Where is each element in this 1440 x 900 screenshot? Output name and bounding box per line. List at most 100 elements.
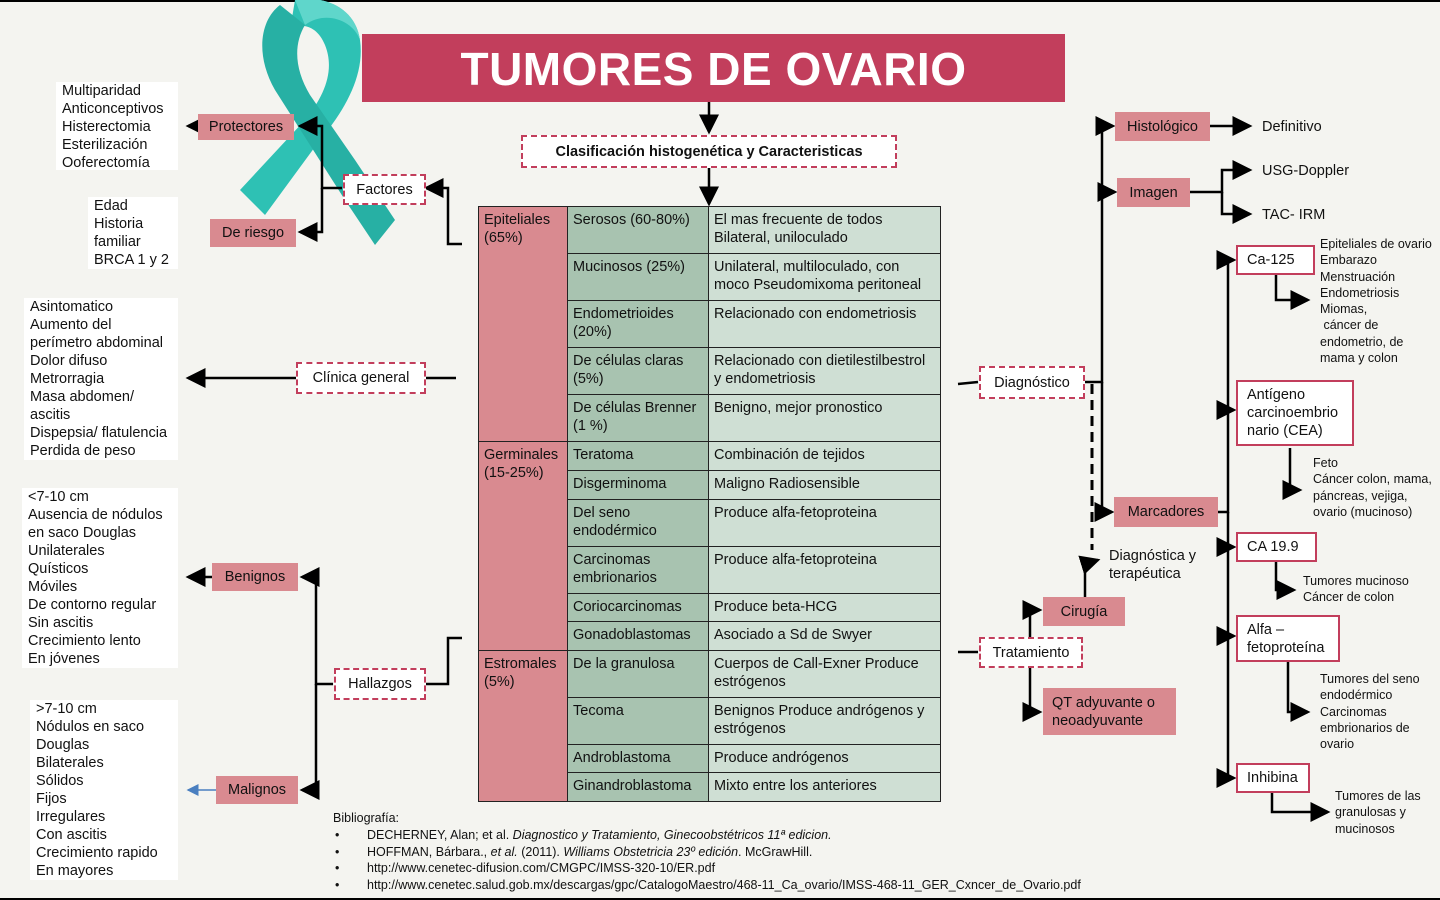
desc-cell: Asociado a Sd de Swyer — [709, 622, 941, 651]
list-item: Multiparidad — [62, 82, 178, 100]
list-item: Fijos — [36, 790, 178, 808]
cirugia-node: Cirugía — [1043, 597, 1125, 626]
marker-ca125-desc: Epiteliales de ovario Embarazo Menstruac… — [1320, 236, 1432, 366]
list-item: Bilaterales — [36, 754, 178, 772]
bib-url[interactable]: http://www.cenetec.salud.gob.mx/descarga… — [367, 878, 1081, 892]
list-item: Cáncer de colon — [1303, 589, 1409, 605]
list-item: >7-10 cm — [36, 700, 178, 718]
list-item: Irregulares — [36, 808, 178, 826]
protectores-node: Protectores — [198, 114, 294, 140]
list-item: Sin ascitis — [28, 614, 178, 632]
bib-italic: et al. — [491, 845, 518, 859]
list-item: páncreas, vejiga, — [1313, 488, 1432, 504]
desc-cell: Maligno Radiosensible — [709, 471, 941, 500]
list-item: De contorno regular — [28, 596, 178, 614]
marker-cea: Antígeno carcinoembrio nario (CEA) — [1236, 380, 1354, 446]
type-cell: Gonadoblastomas — [568, 622, 709, 651]
malignos-list: >7-10 cm Nódulos en saco Douglas Bilater… — [30, 700, 178, 880]
bib-text: DECHERNEY, Alan; et al. — [367, 828, 513, 842]
list-item: BRCA 1 y 2 — [94, 251, 178, 269]
classification-header: Clasificación histogenética y Caracteris… — [521, 135, 897, 168]
list-item: Perdida de peso — [30, 442, 178, 460]
desc-cell: Produce alfa-fetoproteina — [709, 547, 941, 594]
bib-text: HOFFMAN, Bárbara., — [367, 845, 491, 859]
list-item: embrionarios de — [1320, 720, 1420, 736]
type-cell: De la granulosa — [568, 651, 709, 698]
type-cell: Del seno endodérmico — [568, 500, 709, 547]
hallazgos-node: Hallazgos — [334, 668, 426, 700]
list-item: Nódulos en saco — [36, 718, 178, 736]
list-item: granulosas y — [1335, 804, 1421, 820]
list-item: Historia — [94, 215, 178, 233]
list-item: Con ascitis — [36, 826, 178, 844]
list-item: Endometriosis — [1320, 285, 1432, 301]
bib-italic: Diagnostico y Tratamiento, Ginecoobstétr… — [513, 828, 832, 842]
malignos-node: Malignos — [216, 776, 298, 804]
diag-terap-label: Diagnóstica y terapéutica — [1109, 547, 1219, 583]
list-item: Dispepsia/ flatulencia — [30, 424, 178, 442]
marker-ca199: CA 19.9 — [1236, 532, 1317, 562]
list-item: Feto — [1313, 455, 1432, 471]
imagen-node: Imagen — [1117, 178, 1190, 207]
list-item: Esterilización — [62, 136, 178, 154]
imagen-item: TAC- IRM — [1262, 206, 1325, 224]
list-item: Crecimiento rapido — [36, 844, 178, 862]
list-item: Douglas — [36, 736, 178, 754]
list-item: Metrorragia — [30, 370, 178, 388]
tratamiento-node: Tratamiento — [979, 637, 1083, 668]
type-cell: Teratoma — [568, 442, 709, 471]
desc-cell: Cuerpos de Call-Exner Produce estrógenos — [709, 651, 941, 698]
histologico-result: Definitivo — [1262, 118, 1322, 136]
benignos-list: <7-10 cm Ausencia de nódulos en saco Dou… — [22, 488, 178, 668]
protectores-list: Multiparidad Anticonceptivos Histerectom… — [56, 82, 178, 170]
benignos-node: Benignos — [212, 563, 298, 591]
marker-inhibina: Inhibina — [1236, 763, 1310, 793]
list-item: Menstruación — [1320, 269, 1432, 285]
desc-cell: Produce beta-HCG — [709, 594, 941, 622]
type-cell: Endometrioides (20%) — [568, 301, 709, 348]
bibliography: Bibliografía: DECHERNEY, Alan; et al. Di… — [333, 810, 1081, 894]
riesgo-list: Edad Historia familiar BRCA 1 y 2 — [88, 197, 178, 269]
list-item: Asintomatico — [30, 298, 178, 316]
marcadores-node: Marcadores — [1114, 497, 1218, 527]
type-cell: Ginandroblastoma — [568, 773, 709, 802]
marker-cea-label: Antígeno carcinoembrio nario (CEA) — [1247, 387, 1338, 439]
qt-node: QT adyuvante o neoadyuvante — [1043, 688, 1176, 735]
group-cell: Estromales (5%) — [479, 651, 568, 802]
type-cell: Carcinomas embrionarios — [568, 547, 709, 594]
type-cell: Coriocarcinomas — [568, 594, 709, 622]
clinica-node: Clínica general — [296, 362, 426, 394]
desc-cell: Relacionado con endometriosis — [709, 301, 941, 348]
histologico-node: Histológico — [1115, 112, 1210, 141]
marker-ca199-desc: Tumores mucinoso Cáncer de colon — [1303, 573, 1409, 606]
diagnostico-node: Diagnóstico — [979, 366, 1085, 399]
bib-link[interactable]: http://www.cenetec-difusion.com/CMGPC/IM… — [333, 860, 1081, 877]
list-item: Ooferectomía — [62, 154, 178, 172]
list-item: Masa abdomen/ — [30, 388, 178, 406]
list-item: endodérmico — [1320, 687, 1420, 703]
list-item: Embarazo — [1320, 252, 1432, 268]
bib-link[interactable]: http://www.cenetec.salud.gob.mx/descarga… — [333, 877, 1081, 894]
list-item: perímetro abdominal — [30, 334, 178, 352]
list-item: Tumores de las — [1335, 788, 1421, 804]
list-item: En mayores — [36, 862, 178, 880]
group-cell: Epiteliales (65%) — [479, 207, 568, 442]
desc-cell: Produce andrógenos — [709, 745, 941, 773]
bib-italic: Williams Obstetricia 23º edición — [563, 845, 738, 859]
list-item: Cáncer colon, mama, — [1313, 471, 1432, 487]
type-cell: Tecoma — [568, 698, 709, 745]
bib-text: (2011). — [518, 845, 564, 859]
list-item: Edad — [94, 197, 178, 215]
imagen-item: USG-Doppler — [1262, 162, 1349, 180]
list-item: familiar — [94, 233, 178, 251]
desc-cell: Unilateral, multiloculado, con moco Pseu… — [709, 254, 941, 301]
bib-url[interactable]: http://www.cenetec-difusion.com/CMGPC/IM… — [367, 861, 715, 875]
marker-afp-desc: Tumores del seno endodérmico Carcinomas … — [1320, 671, 1420, 752]
list-item: Ausencia de nódulos — [28, 506, 178, 524]
marker-afp: Alfa – fetoproteína — [1236, 615, 1340, 662]
list-item: ascitis — [30, 406, 178, 424]
list-item: Tumores mucinoso — [1303, 573, 1409, 589]
factores-node: Factores — [343, 174, 426, 205]
list-item: Aumento del — [30, 316, 178, 334]
desc-cell: Benignos Produce andrógenos y estrógenos — [709, 698, 941, 745]
